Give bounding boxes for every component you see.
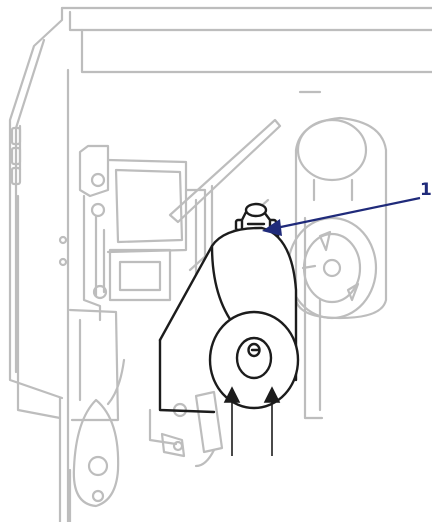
callout-1: [262, 196, 421, 236]
printer-frame: [8, 6, 432, 522]
callout-arrowhead: [262, 219, 282, 236]
load-arrow-left-head: [223, 386, 241, 403]
load-arrows: [223, 386, 281, 456]
media-roll: [158, 226, 300, 414]
ribbon-supply-spindle: [286, 116, 388, 320]
callout-label: 1: [420, 180, 432, 200]
load-arrow-right-head: [263, 386, 281, 403]
callout-leader-line: [275, 196, 421, 230]
